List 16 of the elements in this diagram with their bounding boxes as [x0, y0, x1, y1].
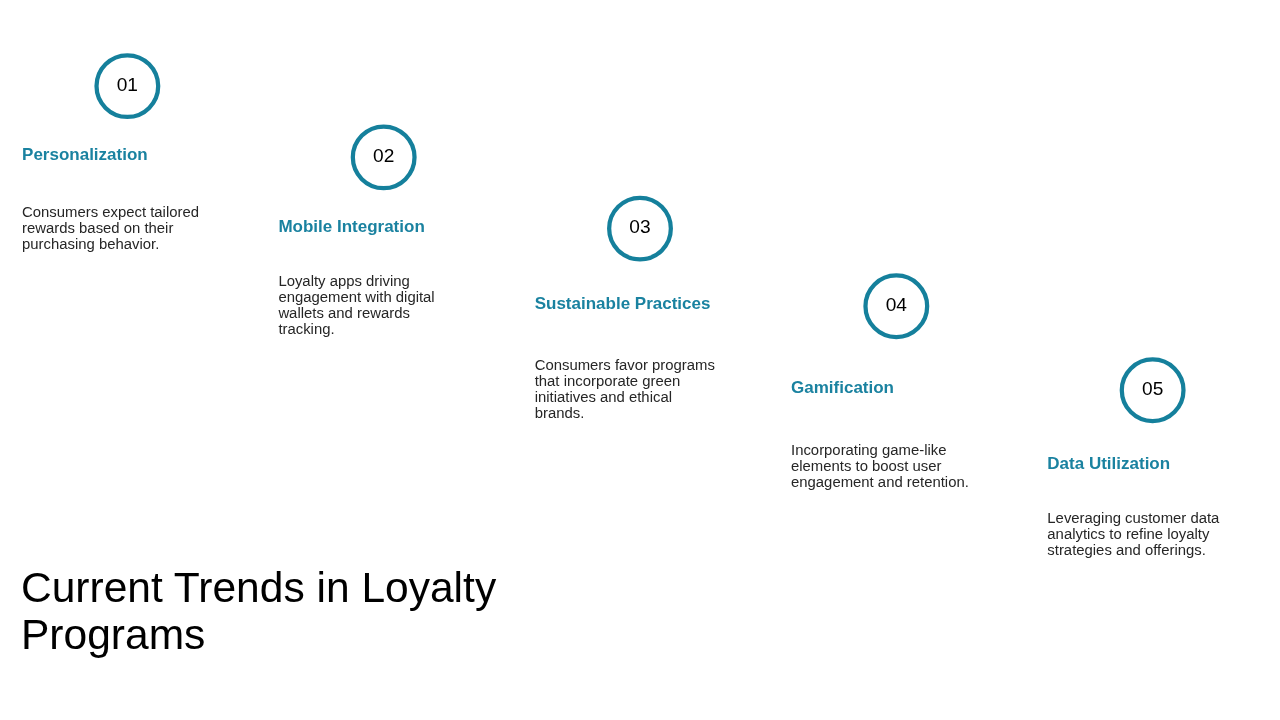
node-label: Personalization	[22, 144, 148, 164]
diagram-title: Current Trends in Loyalty Programs	[21, 562, 497, 658]
node-label: Sustainable Practices	[534, 293, 711, 313]
node-label: Gamification	[791, 377, 894, 397]
node-circle: 01	[94, 52, 161, 119]
node-label: Data Utilization	[1047, 453, 1171, 473]
node-label: Consumers favor programs that incorporate green initiatives and ethical brands.	[534, 356, 715, 421]
node-label: Loyalty apps driving engagement with digital wallets and rewards tracking.	[278, 272, 435, 337]
node-circle: 04	[863, 272, 930, 339]
node-circle: 05	[1119, 356, 1186, 423]
node-label: Mobile Integration	[278, 216, 425, 236]
node-circle: 02	[350, 123, 417, 190]
node-label: Incorporating game-like elements to boost user engagement and retention.	[791, 441, 969, 490]
node-circle: 03	[607, 195, 673, 262]
node-label: Leveraging customer data analytics to refine loyalty strategies and offerings.	[1047, 509, 1220, 558]
node-label: Consumers expect tailored rewards based on their purchasing behavior.	[22, 203, 199, 252]
